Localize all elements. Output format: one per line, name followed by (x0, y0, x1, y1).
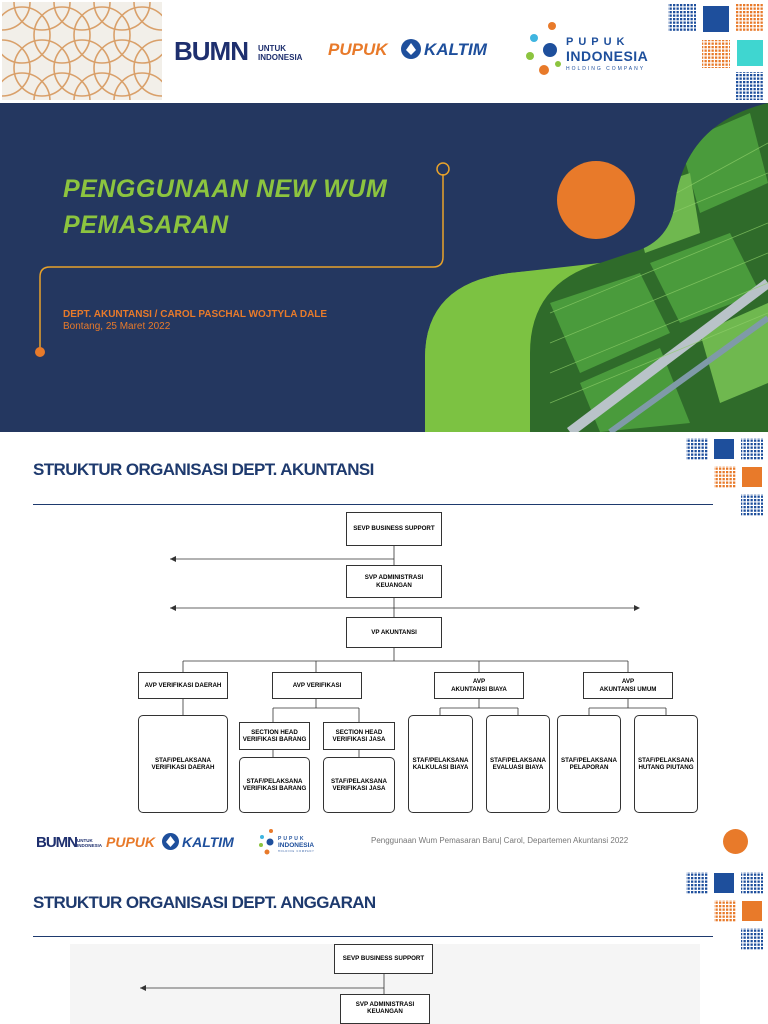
pupuk-indonesia-molecule-icon (526, 22, 561, 75)
batik-pattern-icon (2, 2, 162, 100)
footer-pupuk-kaltim-text1: PUPUK (106, 834, 156, 850)
org-box-avp-verifikasi: AVP VERIFIKASI (272, 672, 362, 699)
org-box-avp-verifikasi-daerah: AVP VERIFIKASI DAERAH (138, 672, 228, 699)
presentation-title-line2: PEMASARAN (63, 211, 229, 239)
department-author: DEPT. AKUNTANSI / CAROL PASCHAL WOJTYLA … (63, 309, 328, 320)
decorative-squares-icon (686, 872, 763, 950)
title-divider (33, 504, 713, 505)
presentation-title-line1: PENGGUNAAN NEW WUM (63, 175, 388, 203)
footer-pupuk-indonesia-text3: HOLDING COMPANY (278, 850, 315, 853)
decorative-squares-icon (668, 4, 764, 100)
pupuk-indonesia-text1: PUPUK (566, 36, 630, 48)
title-divider (33, 936, 713, 937)
title-slide-body: PENGGUNAAN NEW WUM PEMASARAN DEPT. AKUNT… (0, 103, 768, 432)
org-chart-connectors (170, 546, 667, 757)
org-box-sevp-business-support: SEVP BUSINESS SUPPORT (334, 944, 433, 974)
footer-pupuk-kaltim-emblem-icon (162, 833, 179, 850)
org-structure-akuntansi-slide: STRUKTUR ORGANISASI DEPT. AKUNTANSI (0, 432, 768, 864)
footer-pupuk-indonesia-molecule-icon (259, 829, 274, 855)
pupuk-kaltim-emblem-icon (401, 39, 421, 59)
org-chart-connectors (140, 974, 385, 994)
decorative-squares-icon (686, 438, 763, 516)
footer-bumn-logo: BUMN (36, 834, 78, 851)
presentation-date: Bontang, 25 Maret 2022 (63, 321, 171, 332)
slide-title: STRUKTUR ORGANISASI DEPT. ANGGARAN (33, 893, 376, 912)
slide-footer-caption: Penggunaan Wum Pemasaran Baru| Carol, De… (371, 836, 629, 845)
org-box-vp-akuntansi: VP AKUNTANSI (346, 617, 442, 648)
org-box-sevp-business-support: SEVP BUSINESS SUPPORT (346, 512, 442, 546)
pupuk-kaltim-logo-text1: PUPUK (328, 40, 388, 59)
slide-title: STRUKTUR ORGANISASI DEPT. AKUNTANSI (33, 460, 374, 479)
footer-pupuk-indonesia-text1: PUPUK (278, 836, 306, 842)
decorative-orange-circle (723, 829, 748, 854)
pupuk-indonesia-text3: HOLDING COMPANY (566, 66, 646, 72)
org-structure-anggaran-slide: STRUKTUR ORGANISASI DEPT. ANGGARAN SEVP … (0, 864, 768, 1024)
pupuk-indonesia-text2: INDONESIA (566, 48, 649, 64)
footer-pupuk-indonesia-text2: INDONESIA (278, 842, 315, 849)
rice-field-aerial-image (425, 103, 768, 432)
footer-pupuk-kaltim-text2: KALTIM (182, 834, 234, 850)
decorative-connector-line (35, 162, 450, 357)
bumn-logo: BUMN (174, 36, 249, 66)
pupuk-kaltim-logo-text2: KALTIM (424, 40, 487, 59)
